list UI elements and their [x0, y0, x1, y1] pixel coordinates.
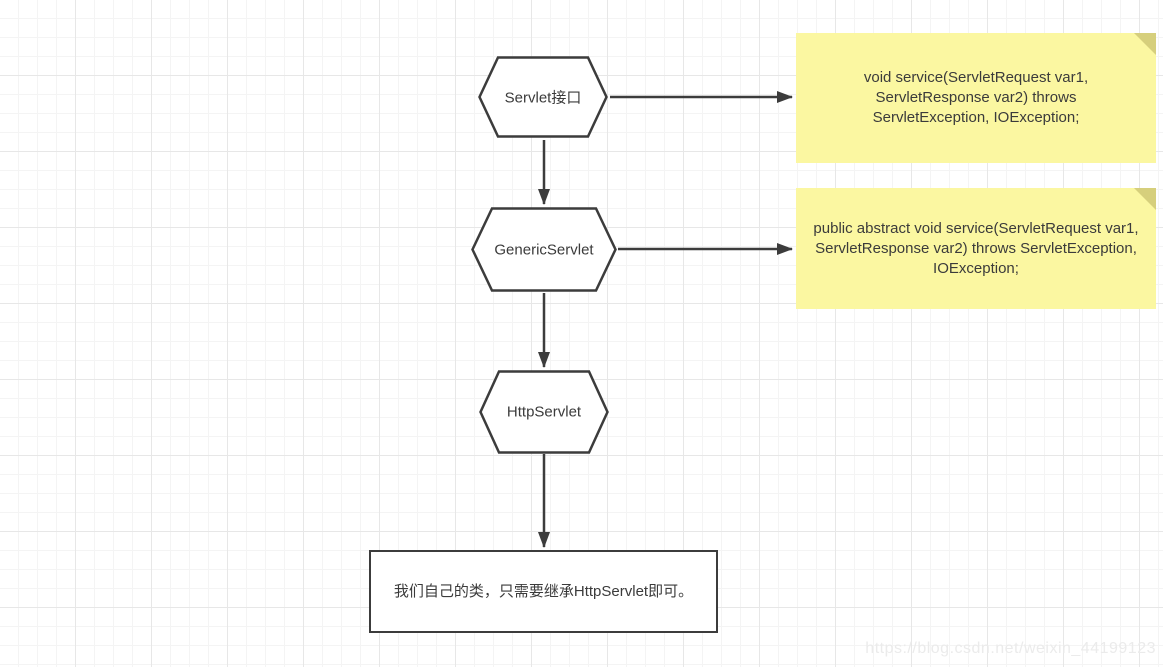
note-text: public abstract void service(ServletRequ… [813, 219, 1139, 277]
note-generic-servlet-service-signature: public abstract void service(ServletRequ… [796, 188, 1156, 309]
node-label-http-servlet: HttpServlet [506, 403, 582, 421]
node-generic-servlet: GenericServlet [471, 207, 617, 292]
node-label-custom-class: 我们自己的类，只需要继承HttpServlet即可。 [393, 582, 694, 600]
node-label-generic-servlet: GenericServlet [494, 241, 594, 258]
hexagon-shape [479, 370, 609, 454]
note-text: void service(ServletRequest var1, Servle… [863, 69, 1089, 126]
watermark: https://blog.csdn.net/weixin_44199123 [865, 640, 1156, 657]
node-label-servlet-interface: Servlet接口 [504, 89, 582, 107]
node-http-servlet: HttpServlet [479, 370, 609, 454]
hexagon-shape [471, 207, 617, 292]
hexagon-shape [478, 56, 608, 138]
note-servlet-service-signature: void service(ServletRequest var1, Servle… [796, 33, 1156, 163]
note-fold-corner-icon [1134, 188, 1156, 210]
note-fold-corner-icon [1134, 33, 1156, 55]
node-custom-class: 我们自己的类，只需要继承HttpServlet即可。 [369, 550, 718, 633]
node-servlet-interface: Servlet接口 [478, 56, 608, 138]
